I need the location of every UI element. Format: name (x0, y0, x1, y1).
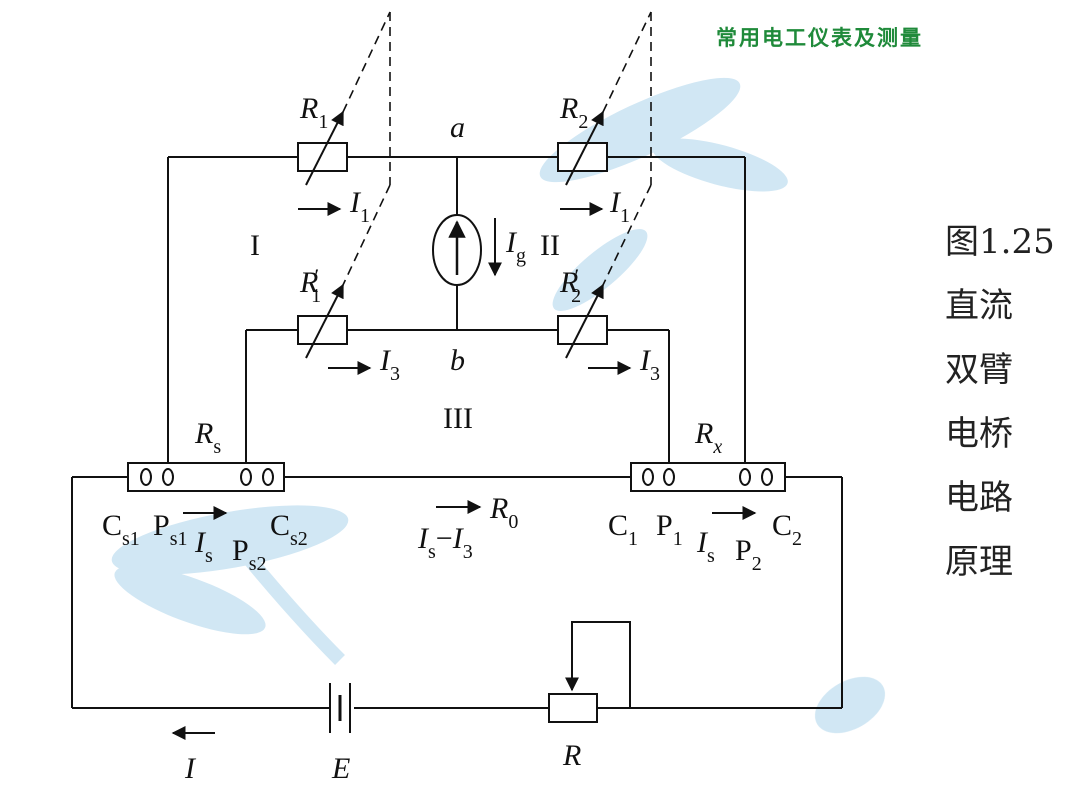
resistor-r (548, 693, 598, 723)
caption-line: 电桥 (945, 414, 1013, 454)
label-p1: P1 (656, 509, 683, 550)
label-e: E (331, 752, 350, 785)
label-ps1: Ps1 (153, 509, 187, 550)
label-cs1: Cs1 (102, 509, 140, 550)
label-i1-right: I1 (609, 186, 630, 227)
wires (71, 156, 843, 709)
figure-caption: 图1.25 直流 双臂 电桥 电路 原理 (945, 210, 1055, 594)
caption-line: 双臂 (945, 350, 1013, 390)
loop-label-i: I (250, 229, 260, 262)
label-r: R (562, 739, 581, 772)
caption-line: 直流 (945, 286, 1013, 326)
caption-line: 电路 (945, 478, 1013, 518)
four-terminal-rs (127, 462, 285, 492)
label-c2: C2 (772, 509, 802, 550)
battery-e (326, 683, 358, 733)
label-c1: C1 (608, 509, 638, 550)
label-r2: R2 (559, 92, 588, 133)
label-r2-prime: R′2 (559, 264, 581, 307)
caption-figure-number: 图1.25 (945, 222, 1055, 262)
label-is-left: Is (194, 526, 213, 567)
resistor-r2-prime (557, 315, 608, 345)
watermark (111, 77, 886, 734)
four-terminal-rx (630, 462, 786, 492)
label-p2: P2 (735, 534, 762, 575)
label-i3-left: I3 (379, 344, 400, 385)
header-title: 常用电工仪表及测量 (716, 26, 923, 50)
label-i-total: I (184, 752, 197, 785)
resistors (297, 142, 608, 723)
label-r1-prime: R′1 (299, 264, 321, 307)
label-r1: R1 (299, 92, 328, 133)
label-is-minus-i3: Is−I3 (417, 522, 473, 563)
gang-linkage (342, 11, 652, 286)
caption-line: 原理 (945, 542, 1013, 582)
label-is-right: Is (696, 526, 715, 567)
label-ps2: Ps2 (232, 534, 266, 575)
label-i3-right: I3 (639, 344, 660, 385)
resistor-r2 (557, 142, 608, 172)
galvanometer (432, 214, 482, 286)
loop-label-ii: II (540, 229, 560, 262)
resistor-r1-prime (297, 315, 348, 345)
resistor-r1 (297, 142, 348, 172)
label-rs: Rs (194, 417, 221, 458)
node-b: b (450, 344, 465, 377)
loop-label-iii: III (443, 402, 473, 435)
diagram-labels: R1 R2 R′1 R′2 a b I1 I1 I3 I3 Ig I II II… (102, 92, 802, 785)
current-arrows (171, 202, 757, 740)
label-rx: Rx (694, 417, 722, 458)
label-i1-left: I1 (349, 186, 370, 227)
label-cs2: Cs2 (270, 509, 308, 550)
node-a: a (450, 111, 465, 144)
label-ig: Ig (505, 226, 526, 267)
variable-arrows (305, 110, 604, 359)
label-r0: R0 (489, 492, 518, 533)
